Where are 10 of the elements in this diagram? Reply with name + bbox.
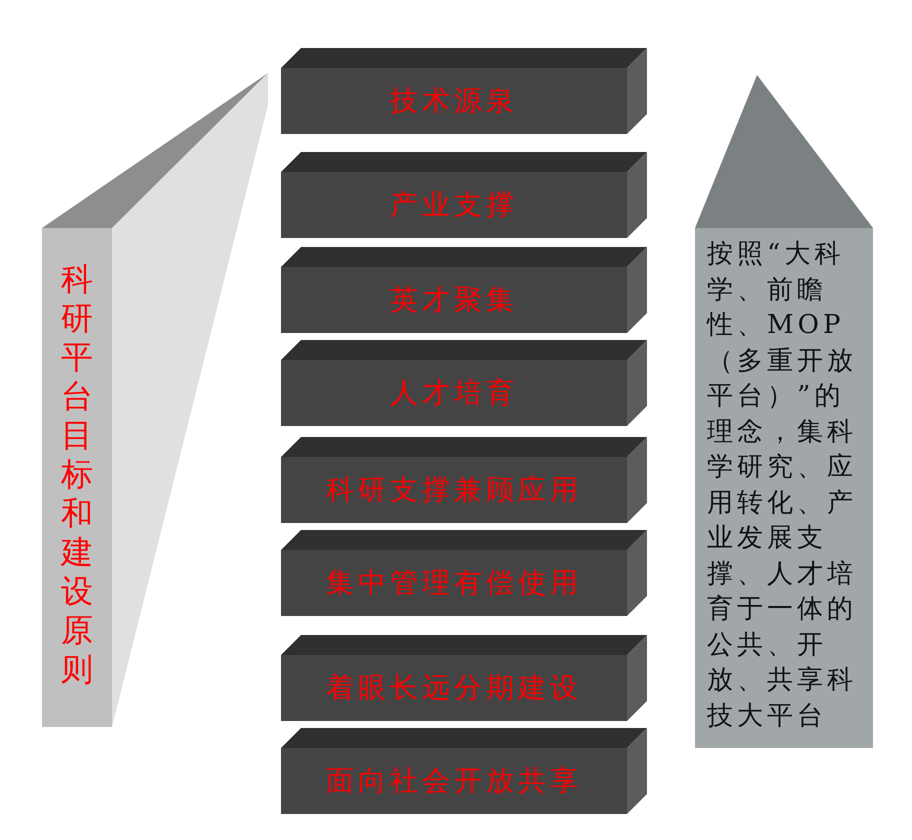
bar-label: 集中管理有偿使用	[326, 566, 582, 600]
bar-label: 技术源泉	[390, 84, 518, 118]
bar-label: 产业支撑	[390, 188, 518, 222]
bar-label: 英才聚集	[390, 283, 518, 317]
vertical-title: 科研平台目标和建设原则	[60, 260, 94, 689]
bar-label: 科研支撑兼顾应用	[326, 473, 582, 507]
bar-label: 人才培育	[390, 376, 518, 410]
bar-label: 着眼长远分期建设	[326, 671, 582, 705]
bar-label: 面向社会开放共享	[326, 764, 582, 798]
arrow-shaped-panel: 按照“大科学、前瞻性、MOP（多重开放平台）”的理念，集科学研究、应用转化、产业发展支撑、人才培育于一体的公共、开放、共享科技大平台	[694, 74, 876, 750]
